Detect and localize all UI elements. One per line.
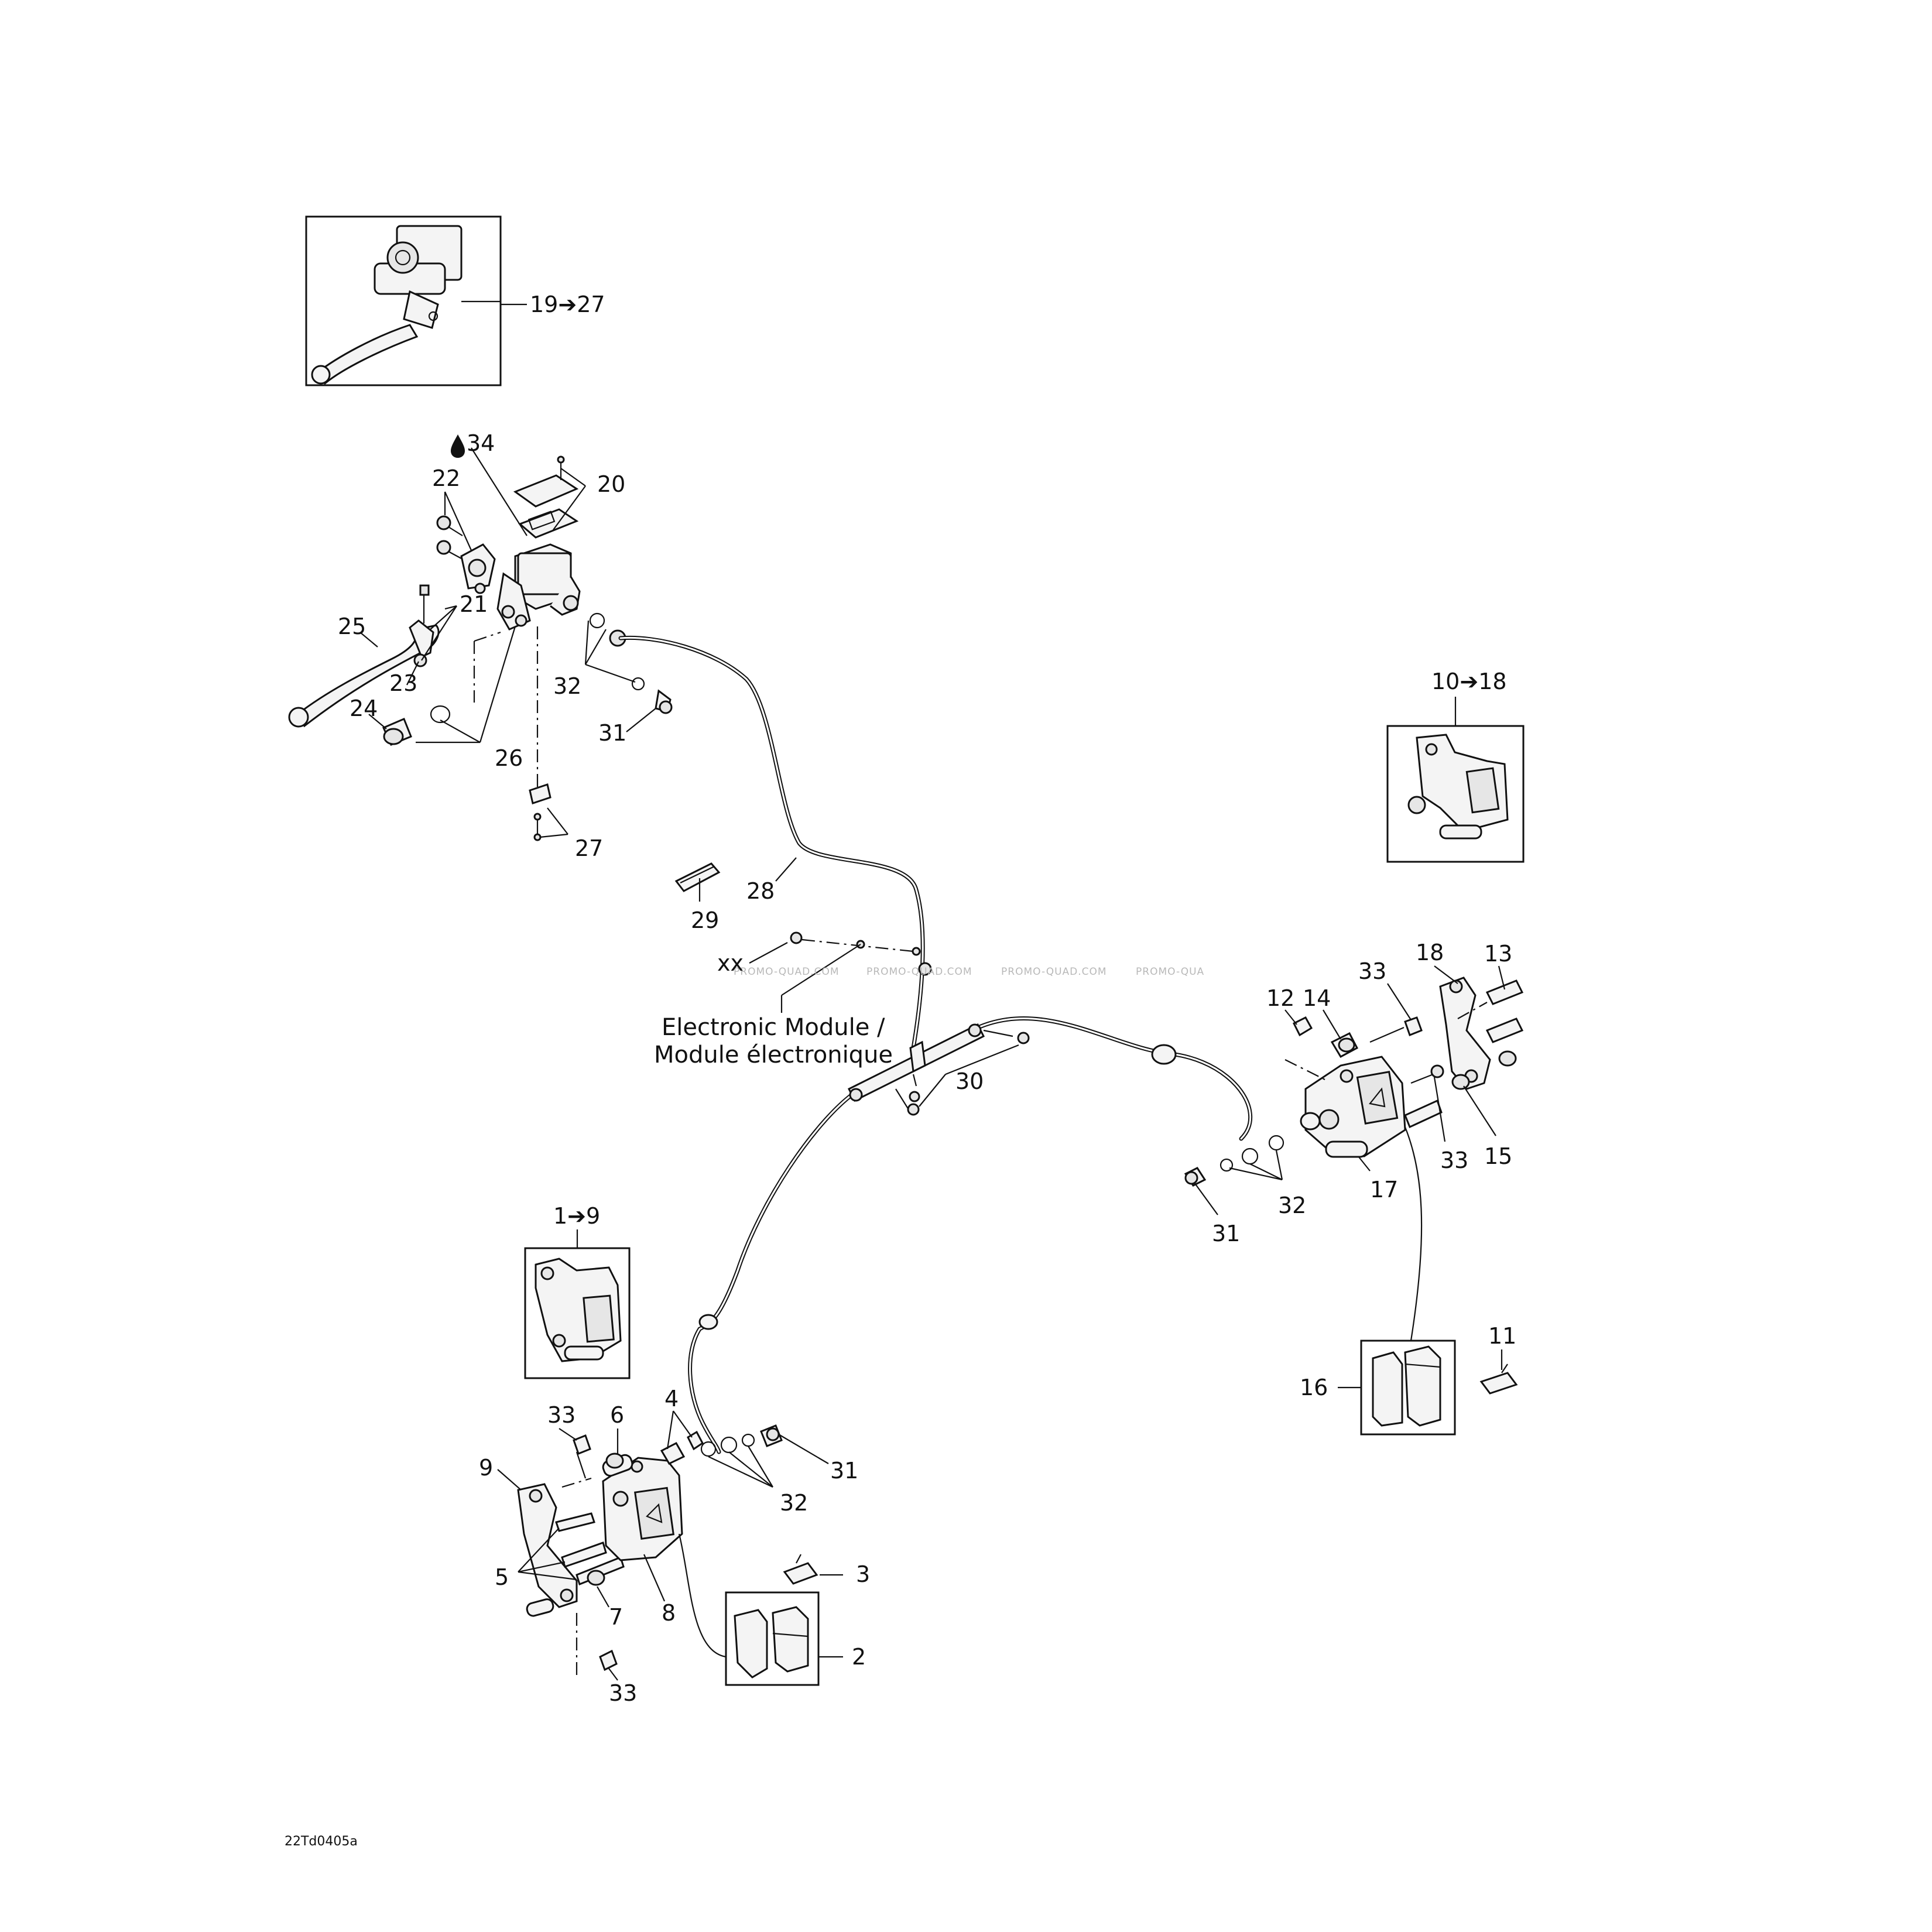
callout-leaders [359,447,1506,1681]
callout-15: 15 [1484,1143,1512,1169]
callout-16: 16 [1300,1375,1328,1400]
lever-pivot-and-boot [382,705,451,746]
callout-31-right: 31 [1212,1221,1240,1246]
left-caliper-body-8 [602,1453,683,1561]
callout-8: 8 [662,1600,676,1626]
right-caliper-fasteners-33-15 [1369,1016,1470,1129]
callout-23: 23 [389,670,417,696]
callout-6: 6 [610,1402,624,1428]
watermarks: PROMO-QUAD.COM PROMO-QUAD.COM PROMO-QUAD… [734,966,1204,978]
watermark-1: PROMO-QUAD.COM [734,966,840,978]
callout-12: 12 [1266,985,1294,1011]
callout-32-right: 32 [1278,1193,1306,1218]
inset-left-caliper-callout: 1➔9 [553,1203,600,1248]
reservoir-cap-and-diaphragm [513,455,579,539]
callout-22: 22 [432,465,460,491]
callout-10-18: 10➔18 [1431,669,1507,694]
banjo-fitting-upper [589,612,673,714]
inset-right-caliper-assembly [1386,725,1525,863]
watermark-4: PROMO-QUA [1136,966,1204,978]
callout-7: 7 [609,1604,623,1630]
callout-33-left-top: 33 [547,1402,576,1428]
brake-line-28 [618,635,925,1050]
callout-4: 4 [664,1386,679,1412]
callout-30: 30 [955,1068,984,1094]
callout-33-right-bottom: 33 [1440,1147,1468,1173]
right-caliper-pins-13 [1457,979,1524,1067]
hose-clip-29 [674,862,721,892]
hose-junction-30 [847,947,1030,1116]
master-cylinder [460,543,581,631]
inset-master-cylinder-assembly [305,215,502,386]
pad-spring-11 [1479,1364,1518,1395]
callout-2: 2 [852,1644,866,1670]
right-banjo-fitting [1184,1135,1284,1187]
callout-5: 5 [495,1564,509,1590]
inset-right-caliper-callout: 10➔18 [1431,669,1507,726]
callout-21: 21 [460,591,488,617]
brake-lever [288,584,440,728]
electronic-module-label-fr: Module électronique [654,1042,893,1068]
image-code: 22Td0405a [285,1834,358,1849]
callout-31-left: 31 [830,1458,858,1484]
callout-3: 3 [856,1561,870,1587]
brake-light-switch [529,783,551,841]
left-banjo-fitting [700,1424,783,1457]
callout-27: 27 [575,835,603,861]
callout-24: 24 [350,696,378,721]
callout-33-right-top: 33 [1358,958,1386,984]
callout-34: 34 [467,430,495,456]
screws-22 [436,515,463,560]
callout-19-27: 19➔27 [530,292,605,317]
left-pad-lead [678,1533,727,1658]
watermark-2: PROMO-QUAD.COM [866,966,972,978]
callout-20: 20 [597,471,625,497]
master-cylinder-centerlines [473,626,539,787]
callout-17: 17 [1370,1177,1398,1203]
callout-9: 9 [479,1455,493,1481]
right-brake-pads-16 [1360,1340,1456,1436]
fluid-drop-icon [451,434,465,458]
electronic-module-mount [749,931,914,1013]
watermark-3: PROMO-QUAD.COM [1001,966,1107,978]
callout-26: 26 [495,745,523,771]
brake-hose-left [688,1092,854,1454]
callout-28: 28 [746,878,775,904]
callout-11: 11 [1488,1323,1516,1349]
right-caliper-body-17 [1300,1056,1406,1158]
callout-18: 18 [1416,940,1444,965]
callout-33-left-bottom: 33 [609,1680,637,1706]
callout-14: 14 [1303,985,1331,1011]
callout-31-upper: 31 [598,720,626,746]
pad-spring-3 [783,1554,818,1585]
callout-1-9: 1➔9 [553,1203,600,1229]
right-caliper-bracket-18 [1439,977,1491,1090]
callout-13: 13 [1484,941,1512,967]
left-caliper-fasteners-6-7-33 [561,1434,618,1677]
right-caliper-bleeder-12-14 [1284,1016,1359,1081]
electronic-module-label-en: Electronic Module / [662,1014,885,1041]
left-caliper-bleeder-4 [660,1430,704,1465]
callout-29: 29 [691,907,719,933]
brake-hose-right [970,1016,1253,1141]
callout-32-upper: 32 [553,673,581,699]
callout-xx: xx [717,950,744,976]
callout-25: 25 [338,614,366,639]
callout-32-left: 32 [780,1490,808,1516]
inset-master-cylinder-callout: 19➔27 [501,292,605,317]
right-pad-lead [1404,1126,1423,1341]
left-brake-pads-2 [725,1591,820,1686]
inset-left-caliper-assembly [524,1247,631,1379]
callout-labels: 34 22 20 21 25 23 24 26 32 31 27 28 29 x… [285,430,1516,1849]
left-caliper-bracket-9 [517,1483,578,1617]
